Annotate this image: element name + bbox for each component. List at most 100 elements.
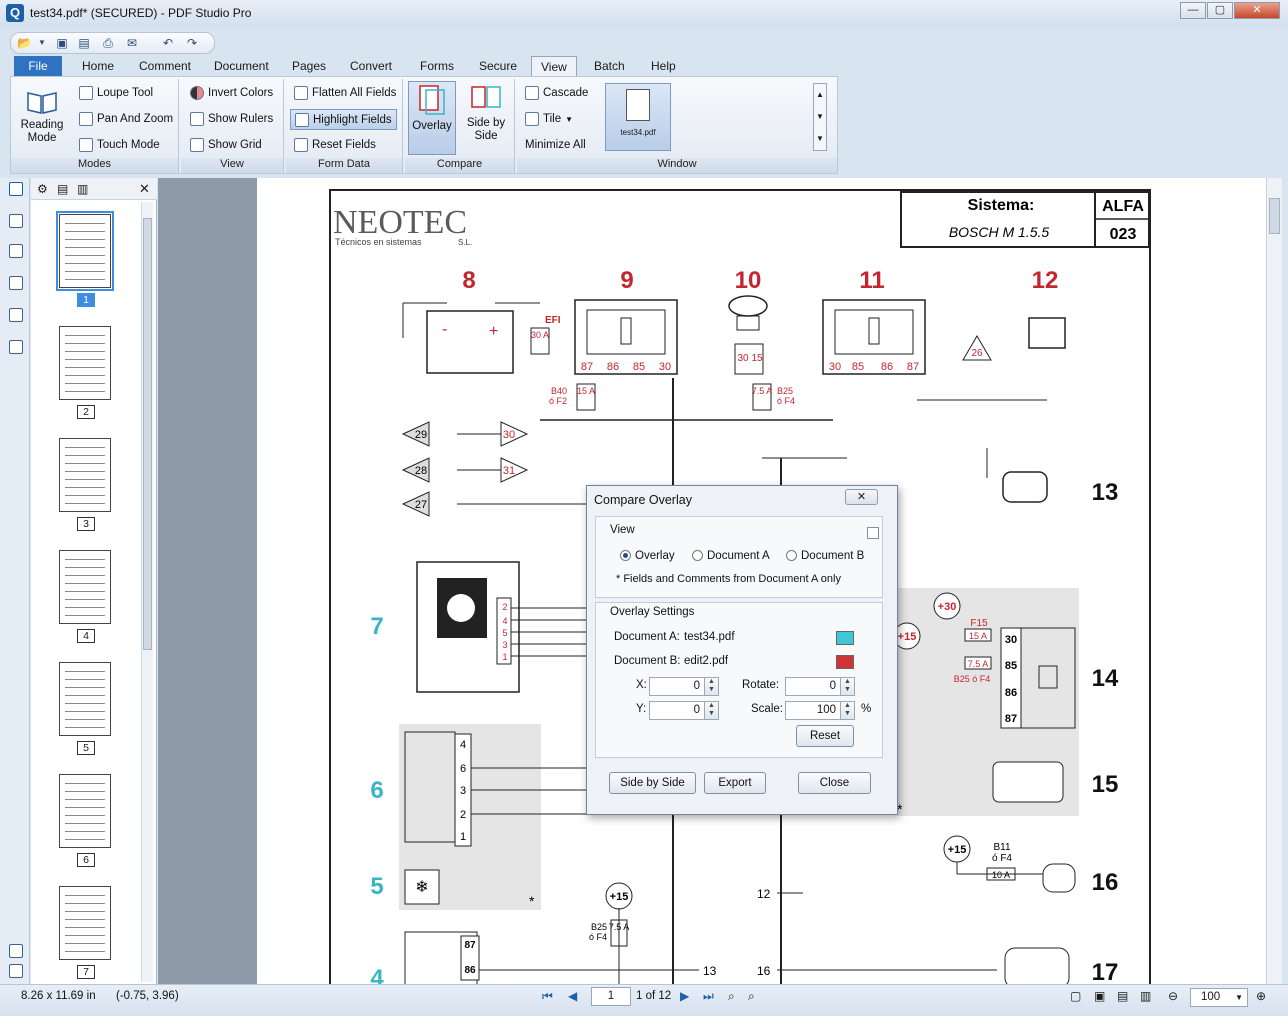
loupe-tool-button[interactable]: Loupe Tool — [79, 84, 153, 102]
page-number-input[interactable]: 1 — [591, 987, 631, 1006]
reset-button[interactable]: Reset — [796, 725, 854, 747]
continuous-icon[interactable]: ▤ — [1117, 989, 1129, 1003]
doc-a-color-swatch[interactable] — [836, 631, 854, 645]
attachments-icon[interactable] — [9, 276, 23, 290]
x-spinner[interactable]: ▲▼ — [704, 677, 719, 696]
page-thumbnail[interactable] — [59, 550, 111, 624]
zoom-select[interactable]: 100▼ — [1190, 988, 1248, 1007]
two-page-icon[interactable]: ▣ — [1094, 989, 1106, 1003]
undo-icon[interactable]: ↶ — [162, 36, 174, 50]
side-by-side-dialog-button[interactable]: Side by Side — [609, 772, 696, 794]
show-rulers-button[interactable]: Show Rulers — [190, 110, 273, 128]
view-group-label: View — [181, 158, 283, 173]
open-icon[interactable]: 📂 — [17, 36, 32, 50]
radio-overlay[interactable]: Overlay — [620, 550, 675, 562]
tab-help[interactable]: Help — [651, 59, 676, 73]
last-page-icon[interactable]: ⏭ — [703, 989, 714, 1003]
dropdown-arrow-icon[interactable]: ▼ — [38, 38, 46, 47]
window-gallery-scroll[interactable]: ▲▼▼ — [813, 83, 827, 151]
document-scroll-thumb[interactable] — [1269, 198, 1280, 234]
invert-colors-button[interactable]: Invert Colors — [190, 84, 273, 102]
tab-pages[interactable]: Pages — [292, 59, 327, 73]
fields-icon[interactable] — [9, 944, 23, 958]
tab-file[interactable]: File — [14, 56, 62, 77]
zoom-in-icon[interactable]: ⊕ — [1256, 989, 1267, 1003]
radio-document-b[interactable]: Document B — [786, 550, 864, 562]
tab-forms[interactable]: Forms — [420, 59, 454, 73]
window-thumbnail[interactable]: test34.pdf — [605, 83, 671, 151]
zoom-back-icon[interactable]: ⌕ — [728, 989, 735, 1003]
tab-batch[interactable]: Batch — [594, 59, 625, 73]
flatten-fields-button[interactable]: Flatten All Fields — [294, 84, 396, 102]
tab-home[interactable]: Home — [82, 59, 115, 73]
tile-button[interactable]: Tile▼ — [525, 110, 573, 128]
signatures-icon[interactable] — [9, 214, 23, 228]
close-window-button[interactable]: ✕ — [1234, 2, 1280, 19]
links-icon[interactable] — [9, 964, 23, 978]
scale-spinner[interactable]: ▲▼ — [840, 701, 855, 720]
thumb-extract-icon[interactable]: ▥ — [77, 182, 89, 196]
show-grid-button[interactable]: Show Grid — [190, 136, 262, 154]
bookmarks-icon[interactable] — [9, 244, 23, 258]
page-thumbnail[interactable] — [56, 211, 114, 291]
collapse-icon[interactable] — [867, 527, 879, 539]
thumbnails-panel-icon[interactable] — [9, 182, 23, 196]
highlight-fields-button[interactable]: Highlight Fields — [290, 109, 397, 130]
dialog-close-icon[interactable]: ✕ — [845, 489, 878, 505]
zoom-out-icon[interactable]: ⊖ — [1168, 989, 1179, 1003]
pan-zoom-button[interactable]: Pan And Zoom — [79, 110, 173, 128]
scale-input[interactable]: 100 — [785, 701, 841, 720]
close-panel-icon[interactable]: ✕ — [139, 181, 150, 196]
reset-fields-button[interactable]: Reset Fields — [294, 136, 376, 154]
cascade-button[interactable]: Cascade — [525, 84, 588, 102]
save-all-icon[interactable]: ▤ — [78, 36, 90, 50]
reading-mode-button[interactable]: Reading Mode — [17, 87, 67, 145]
page-thumbnail[interactable] — [59, 662, 111, 736]
minimize-all-button[interactable]: Minimize All — [525, 136, 586, 154]
page-thumbnail[interactable] — [59, 886, 111, 960]
email-icon[interactable]: ✉ — [126, 36, 138, 50]
form-data-group-label: Form Data — [286, 158, 402, 173]
tab-view[interactable]: View — [531, 56, 577, 77]
y-spinner[interactable]: ▲▼ — [704, 701, 719, 720]
touch-mode-button[interactable]: Touch Mode — [79, 136, 160, 154]
thumbnail-scroll-thumb[interactable] — [143, 218, 152, 650]
x-input[interactable]: 0 — [649, 677, 705, 696]
thumb-insert-icon[interactable]: ▤ — [57, 182, 69, 196]
thumb-options-icon[interactable]: ⚙ — [37, 182, 48, 196]
code-label: 023 — [1110, 226, 1137, 243]
minimize-button[interactable]: — — [1180, 2, 1206, 19]
rotate-spinner[interactable]: ▲▼ — [840, 677, 855, 696]
tab-convert[interactable]: Convert — [350, 59, 393, 73]
redo-icon[interactable]: ↷ — [186, 36, 198, 50]
single-page-icon[interactable]: ▢ — [1070, 989, 1082, 1003]
radio-document-a[interactable]: Document A — [692, 550, 770, 562]
thumbnail-scrollbar[interactable] — [141, 202, 153, 982]
export-button[interactable]: Export — [704, 772, 766, 794]
next-page-icon[interactable]: ▶ — [680, 989, 690, 1003]
page-thumbnail[interactable] — [59, 774, 111, 848]
page-thumbnail[interactable] — [59, 438, 111, 512]
maximize-button[interactable]: ▢ — [1207, 2, 1233, 19]
comments-icon[interactable] — [9, 308, 23, 322]
document-scrollbar[interactable] — [1266, 178, 1282, 984]
tab-comment[interactable]: Comment — [139, 59, 192, 73]
tab-secure[interactable]: Secure — [479, 59, 518, 73]
print-icon[interactable]: ⎙ — [103, 36, 113, 50]
doc-b-color-swatch[interactable] — [836, 655, 854, 669]
side-by-side-button[interactable]: Side by Side — [461, 83, 511, 143]
component-7: 7 — [370, 613, 383, 640]
first-page-icon[interactable]: ⏮ — [542, 989, 553, 1003]
tab-document[interactable]: Document — [214, 59, 269, 73]
zoom-forward-icon[interactable]: ⌕ — [748, 989, 755, 1003]
save-icon[interactable]: ▣ — [56, 36, 68, 50]
close-dialog-button[interactable]: Close — [798, 772, 871, 794]
layers-icon[interactable] — [9, 340, 23, 354]
y-input[interactable]: 0 — [649, 701, 705, 720]
overlay-button[interactable]: Overlay — [408, 81, 456, 155]
page-thumbnail[interactable] — [59, 326, 111, 400]
prev-page-icon[interactable]: ◀ — [568, 989, 578, 1003]
thumbnail-line — [65, 807, 105, 808]
rotate-input[interactable]: 0 — [785, 677, 841, 696]
facing-icon[interactable]: ▥ — [1140, 989, 1152, 1003]
